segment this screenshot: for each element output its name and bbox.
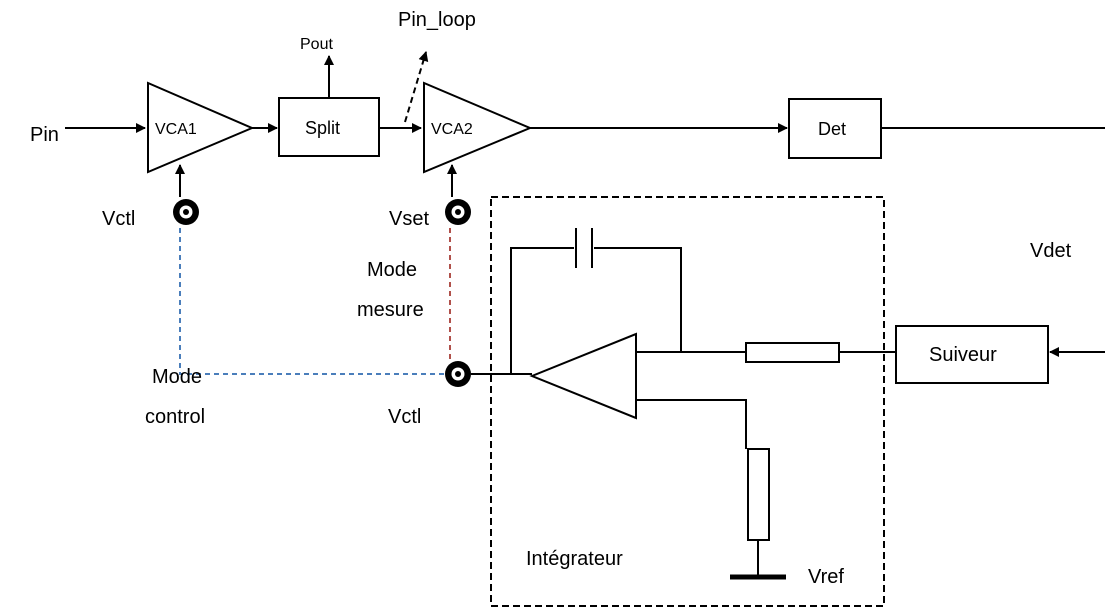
feedback-right-wire	[594, 247, 682, 352]
suiveur-block	[895, 325, 1049, 384]
mode-mesure-label-line1: Mode	[367, 259, 417, 281]
mode-control-label-line1: Mode	[152, 366, 202, 388]
suiveur-label: Suiveur	[929, 344, 997, 366]
vset-connector	[445, 199, 471, 225]
pin-loop-arrow	[404, 51, 429, 123]
vca1-amplifier	[147, 81, 255, 174]
vref-wire	[636, 399, 747, 449]
mode-control-link	[179, 228, 444, 375]
vdet-label: Vdet	[1030, 240, 1072, 262]
vctl-bottom-label: Vctl	[388, 406, 421, 428]
vset-label: Vset	[389, 208, 429, 230]
vref-resistor	[747, 448, 770, 541]
vca1-label: VCA1	[155, 121, 197, 138]
mode-mesure-label-line2: mesure	[357, 299, 424, 321]
vca2-amplifier	[423, 81, 533, 174]
pout-label: Pout	[300, 36, 333, 53]
output-resistor	[745, 342, 840, 363]
split-label: Split	[305, 118, 340, 138]
integrator-boundary	[490, 196, 885, 607]
vca2-label: VCA2	[431, 121, 473, 138]
det-label: Det	[818, 119, 846, 139]
vctl-left-connector	[173, 199, 199, 225]
integrator-label: Intégrateur	[526, 548, 623, 570]
mode-control-label-line2: control	[145, 406, 205, 428]
vref-label: Vref	[808, 566, 844, 588]
vctl-left-label: Vctl	[102, 208, 135, 230]
vctl-bottom-connector	[445, 361, 471, 387]
feedback-left-wire	[510, 247, 574, 374]
det-block	[788, 98, 882, 159]
integrator-opamp	[529, 332, 637, 420]
pin-loop-label: Pin_loop	[398, 9, 476, 31]
split-block	[278, 97, 380, 157]
pin-label: Pin	[30, 124, 59, 146]
